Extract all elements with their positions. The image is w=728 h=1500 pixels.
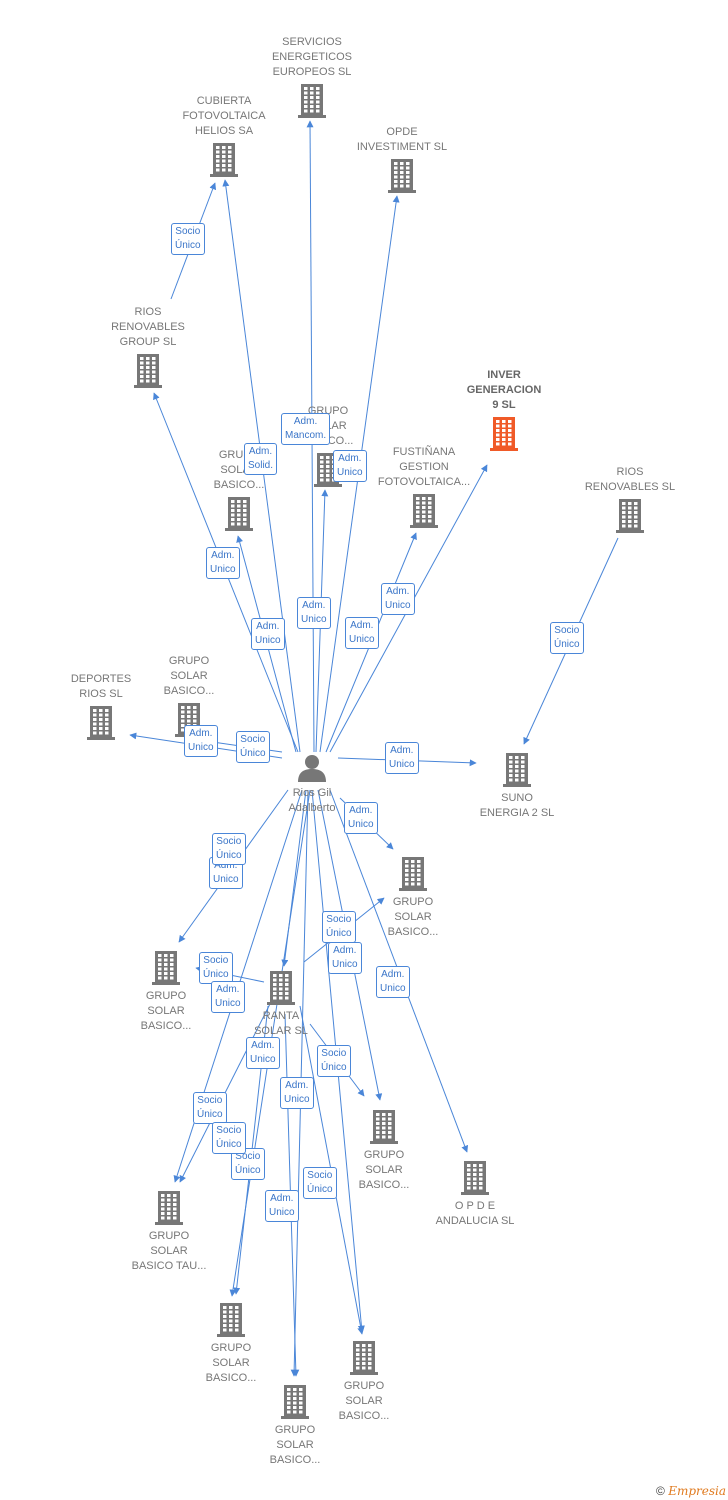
edge-label[interactable]: Adm. Unico [206, 547, 240, 579]
building-icon [348, 857, 478, 891]
node-label: GRUPO SOLAR BASICO... [338, 1380, 390, 1422]
building-icon [230, 1385, 360, 1419]
edge-label[interactable]: Socio Único [550, 622, 584, 654]
building-icon [104, 1191, 234, 1225]
node-rios_ren[interactable]: RIOS RENOVABLES SL [565, 465, 695, 533]
building-icon [166, 1303, 296, 1337]
node-inver[interactable]: INVER GENERACION 9 SL [439, 368, 569, 451]
edge-label[interactable]: Adm. Unico [211, 981, 245, 1013]
node-label: GRUPO SOLAR BASICO... [163, 655, 215, 697]
edge-label[interactable]: Socio Único [193, 1092, 227, 1124]
node-label: GRUPO SOLAR BASICO... [205, 1342, 257, 1384]
node-label: FUSTIÑANA GESTION FOTOVOLTAICA... [377, 446, 471, 488]
edge-person-to-ranta [281, 789, 307, 967]
node-label: CUBIERTA FOTOVOLTAICA HELIOS SA [182, 95, 266, 137]
node-person[interactable]: Rios Gil Adalberto [247, 754, 377, 816]
node-label: DEPORTES RIOS SL [70, 673, 132, 700]
edge-label[interactable]: Adm. Unico [246, 1037, 280, 1069]
edge-label[interactable]: Adm. Unico [280, 1077, 314, 1109]
building-icon [101, 951, 231, 985]
building-icon [174, 497, 304, 531]
edge-label[interactable]: Socio Único [212, 833, 246, 865]
node-opde_inv[interactable]: OPDE INVESTIMENT SL [337, 125, 467, 193]
edge-label[interactable]: Adm. Mancom. [281, 413, 331, 445]
edge-label[interactable]: Adm. Unico [333, 450, 367, 482]
node-fustinana[interactable]: FUSTIÑANA GESTION FOTOVOLTAICA... [359, 445, 489, 528]
node-label: GRUPO SOLAR BASICO... [213, 449, 265, 491]
node-label: GRUPO SOLAR BASICO... [358, 1149, 410, 1191]
brand-name: Empresia [668, 1484, 726, 1498]
node-label: INVER GENERACION 9 SL [466, 369, 542, 411]
building-icon [299, 1341, 429, 1375]
node-grupo_tau[interactable]: GRUPO SOLAR BASICO TAU... [104, 1191, 234, 1274]
node-grupo_left3[interactable]: GRUPO SOLAR BASICO... [101, 951, 231, 1034]
node-grupo_left1[interactable]: GRUPO SOLAR BASICO... [174, 448, 304, 531]
node-label: SUNO ENERGIA 2 SL [479, 792, 555, 819]
edge-label[interactable]: Socio Único [212, 1122, 246, 1154]
edge-label[interactable]: Adm. Unico [251, 618, 285, 650]
node-deportes[interactable]: DEPORTES RIOS SL [36, 672, 166, 740]
edge-label[interactable]: Adm. Unico [184, 725, 218, 757]
edge-label[interactable]: Adm. Unico [265, 1190, 299, 1222]
edge-label[interactable]: Adm. Solid. [244, 443, 278, 475]
edge-label[interactable]: Adm. Unico [345, 617, 379, 649]
edge-label[interactable]: Socio Único [303, 1167, 337, 1199]
node-label: Rios Gil Adalberto [288, 787, 336, 814]
node-cubierta[interactable]: CUBIERTA FOTOVOLTAICA HELIOS SA [159, 94, 289, 177]
edge-label[interactable]: Adm. Unico [381, 583, 415, 615]
edge-label[interactable]: Socio Único [199, 952, 233, 984]
footer-brand[interactable]: © Empresia [656, 1484, 726, 1498]
edge-label[interactable]: Socio Único [317, 1045, 351, 1077]
building-icon [337, 159, 467, 193]
edge-label[interactable]: Socio Único [171, 223, 205, 255]
building-icon [216, 971, 346, 1005]
node-label: OPDE INVESTIMENT SL [356, 126, 448, 153]
edge-label[interactable]: Adm. Unico [344, 802, 378, 834]
node-servicios[interactable]: SERVICIOS ENERGETICOS EUROPEOS SL [247, 35, 377, 118]
edge-label[interactable]: Adm. Unico [385, 742, 419, 774]
node-label: GRUPO SOLAR BASICO TAU... [131, 1230, 207, 1272]
building-icon [247, 84, 377, 118]
node-grupo_b2[interactable]: GRUPO SOLAR BASICO... [299, 1341, 429, 1424]
node-ranta[interactable]: RANTA SOLAR SL [216, 971, 346, 1039]
building-icon [452, 753, 582, 787]
building-icon [159, 143, 289, 177]
building-icon [565, 499, 695, 533]
edge-label[interactable]: Adm. Unico [297, 597, 331, 629]
node-rios_group[interactable]: RIOS RENOVABLES GROUP SL [83, 305, 213, 388]
edge-label[interactable]: Adm. Unico [328, 942, 362, 974]
node-label: RIOS RENOVABLES SL [584, 466, 676, 493]
edge-label[interactable]: Socio Único [322, 911, 356, 943]
building-icon [83, 354, 213, 388]
building-icon [359, 494, 489, 528]
person-icon [247, 754, 377, 782]
node-label: GRUPO SOLAR BASICO... [269, 1424, 321, 1466]
node-label: RANTA SOLAR SL [254, 1010, 308, 1037]
node-label: GRUPO SOLAR BASICO... [387, 896, 439, 938]
edge-label[interactable]: Socio Único [236, 731, 270, 763]
building-icon [439, 417, 569, 451]
node-grupo_b3[interactable]: GRUPO SOLAR BASICO... [230, 1385, 360, 1468]
node-label: RIOS RENOVABLES GROUP SL [111, 306, 185, 348]
edge-ranta-to-grupo_tau [179, 999, 273, 1183]
building-icon [319, 1110, 449, 1144]
node-suno[interactable]: SUNO ENERGIA 2 SL [452, 753, 582, 821]
node-label: SERVICIOS ENERGETICOS EUROPEOS SL [271, 36, 353, 78]
node-label: GRUPO SOLAR BASICO... [140, 990, 192, 1032]
building-icon [36, 706, 166, 740]
node-opde_and[interactable]: O P D E ANDALUCIA SL [410, 1161, 540, 1229]
copyright-symbol: © [656, 1484, 665, 1498]
node-label: O P D E ANDALUCIA SL [435, 1200, 515, 1227]
node-grupo_mid[interactable]: GRUPO SOLAR BASICO... [319, 1110, 449, 1193]
node-grupo_b1[interactable]: GRUPO SOLAR BASICO... [166, 1303, 296, 1386]
edge-label[interactable]: Adm. Unico [376, 966, 410, 998]
building-icon [410, 1161, 540, 1195]
node-grupo_right1[interactable]: GRUPO SOLAR BASICO... [348, 857, 478, 940]
